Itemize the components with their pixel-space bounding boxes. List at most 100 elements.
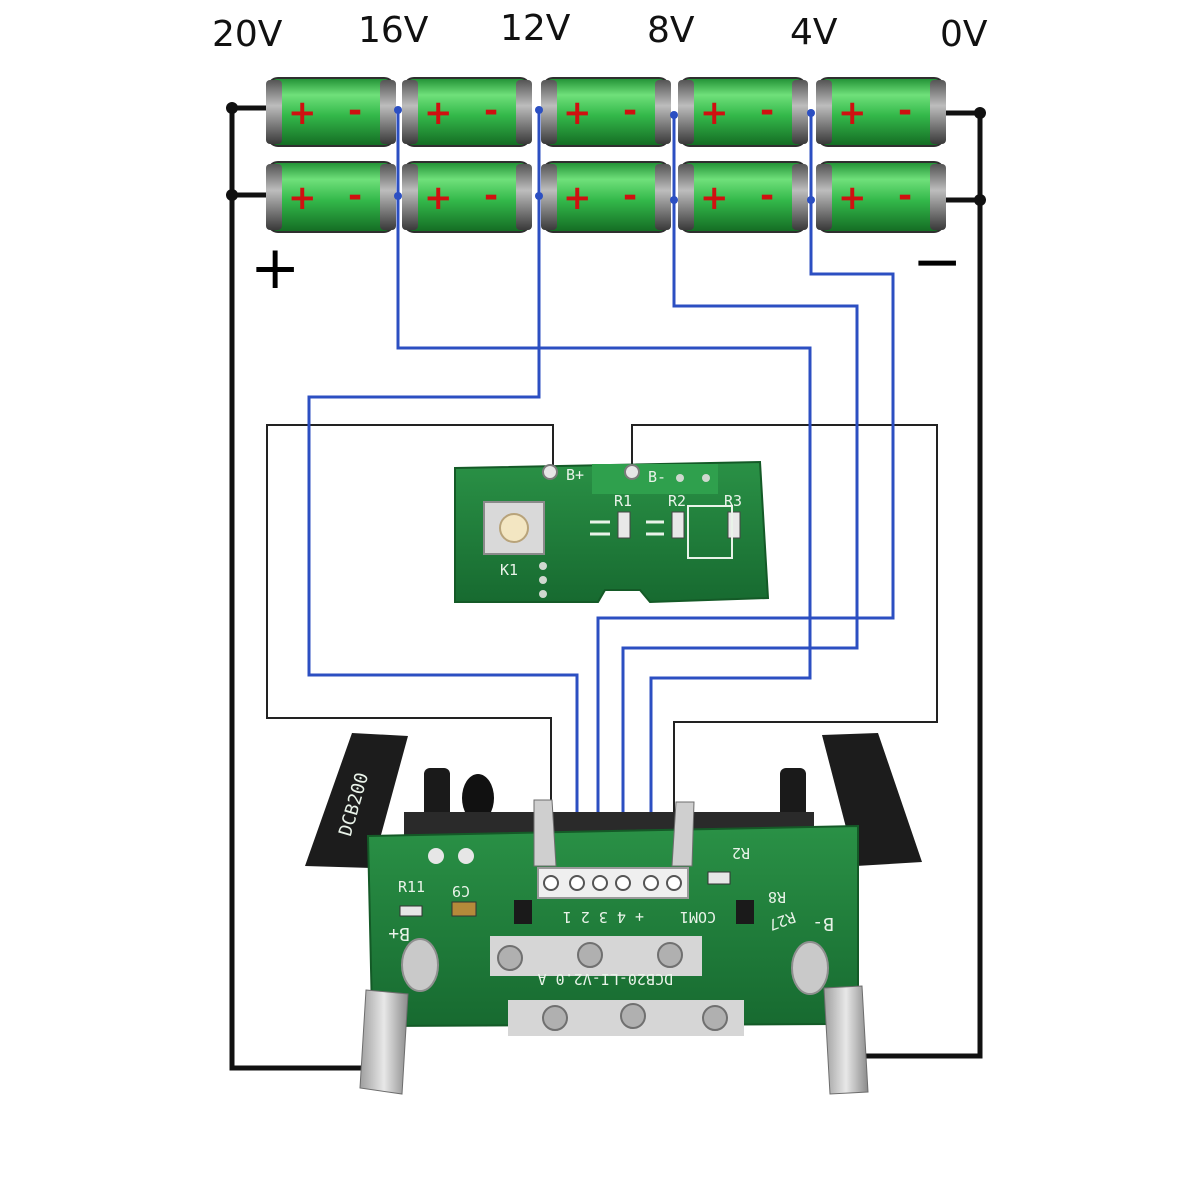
switch-label: K1 bbox=[500, 561, 518, 579]
resistor-r3 bbox=[727, 511, 741, 539]
tap-wire-12v bbox=[307, 110, 579, 880]
silk-b-plus: B+ bbox=[566, 466, 584, 484]
b-minus-pad bbox=[624, 464, 640, 480]
test-switch-button bbox=[499, 513, 529, 543]
cell-positive-cap bbox=[541, 164, 557, 230]
cell-plus-mark: + bbox=[700, 93, 729, 133]
voltage-label-12v: 12V bbox=[500, 8, 571, 49]
b-plus-solder-pad bbox=[401, 938, 439, 992]
cell-plus-mark: + bbox=[563, 178, 592, 218]
tap-wire-16v bbox=[396, 110, 812, 880]
cell-minus-mark: - bbox=[623, 91, 637, 131]
upper-board-substrate bbox=[454, 460, 770, 604]
main-board-assembly: DCB200 B+ B- DCB20-LI-V2.0 A COM1 + 4 3 … bbox=[305, 733, 922, 1095]
smd-resistor bbox=[399, 905, 423, 917]
right-housing-clip bbox=[822, 733, 922, 866]
upper-board-signal-wires bbox=[266, 424, 938, 880]
tap-dot bbox=[535, 106, 543, 114]
battery-cell: +- bbox=[541, 77, 671, 147]
b-plus-sense-wire bbox=[266, 424, 554, 880]
cell-minus-mark: - bbox=[760, 176, 774, 216]
battery-cell: +- bbox=[402, 161, 532, 233]
mounting-pad bbox=[428, 848, 444, 864]
terminal-pad bbox=[657, 942, 683, 968]
cell-positive-cap bbox=[678, 80, 694, 144]
cell-minus-mark: - bbox=[348, 91, 362, 131]
smd-capacitor bbox=[451, 901, 477, 917]
tap-dot bbox=[670, 111, 678, 119]
terminal-pad bbox=[542, 1005, 568, 1031]
via bbox=[676, 474, 684, 482]
cell-body bbox=[817, 77, 945, 147]
pack-positive-terminal-mark: + bbox=[250, 233, 300, 303]
via bbox=[539, 590, 547, 598]
positive-main-wire bbox=[229, 105, 378, 1071]
voltage-label-16v: 16V bbox=[358, 10, 429, 51]
cell-negative-cap bbox=[380, 80, 396, 144]
silk-b-plus-main: B+ bbox=[388, 923, 410, 944]
cell-body bbox=[403, 77, 531, 147]
cell-plus-mark: + bbox=[424, 178, 453, 218]
cell-minus-mark: - bbox=[760, 91, 774, 131]
pin-hole bbox=[615, 875, 631, 891]
led-outline bbox=[687, 505, 733, 559]
cell-body bbox=[542, 161, 670, 233]
cell-negative-cap bbox=[516, 80, 532, 144]
silk-r1: R1 bbox=[614, 492, 632, 510]
terminal-pad bbox=[497, 945, 523, 971]
cell-body bbox=[679, 77, 807, 147]
terminal-pad bbox=[577, 942, 603, 968]
cell-minus-mark: - bbox=[484, 176, 498, 216]
battery-cell: +- bbox=[402, 77, 532, 147]
voltage-label-4v: 4V bbox=[790, 12, 838, 53]
cell-minus-mark: - bbox=[898, 91, 912, 131]
tap-wire-8v bbox=[621, 115, 859, 880]
voltage-label-0v: 0V bbox=[940, 14, 988, 55]
pin-hole bbox=[643, 875, 659, 891]
cell-negative-cap bbox=[516, 164, 532, 230]
thermistor bbox=[462, 774, 494, 822]
silk-r11: R11 bbox=[398, 878, 425, 896]
cell-plus-mark: + bbox=[288, 93, 317, 133]
pin-hole bbox=[543, 875, 559, 891]
cell-body bbox=[403, 161, 531, 233]
silk-b-minus-main: B- bbox=[812, 913, 834, 934]
battery-cell: +- bbox=[816, 161, 946, 233]
resistor-r1 bbox=[617, 511, 631, 539]
b-plus-terminal-plate bbox=[359, 989, 409, 1095]
silk-c9: C9 bbox=[452, 882, 470, 900]
cell-positive-cap bbox=[541, 80, 557, 144]
cell-plus-mark: + bbox=[838, 93, 867, 133]
smd-ic bbox=[736, 900, 754, 924]
upper-board-header-pad bbox=[592, 464, 718, 494]
via bbox=[539, 576, 547, 584]
battery-cell: +- bbox=[266, 77, 396, 147]
tap-dot bbox=[535, 192, 543, 200]
cell-minus-mark: - bbox=[484, 91, 498, 131]
blade-terminal bbox=[533, 799, 557, 867]
voltage-label-20v: 20V bbox=[212, 14, 283, 55]
voltage-labels: 20V 16V 12V 8V 4V 0V bbox=[212, 8, 988, 55]
junction-dot bbox=[226, 102, 238, 114]
silk-r8: R8 bbox=[768, 888, 786, 906]
negative-main-wire bbox=[852, 110, 983, 1059]
terminal-pad bbox=[620, 1003, 646, 1029]
tap-dot bbox=[807, 196, 815, 204]
cell-positive-cap bbox=[266, 164, 282, 230]
battery-cell: +- bbox=[678, 77, 808, 147]
mounting-pad bbox=[458, 848, 474, 864]
cell-plus-mark: + bbox=[424, 93, 453, 133]
battery-cell: +- bbox=[678, 161, 808, 233]
cell-body bbox=[817, 161, 945, 233]
pack-negative-terminal-mark: − bbox=[912, 227, 962, 297]
b-plus-pad bbox=[542, 464, 558, 480]
silk-pin-marks: + 4 3 2 1 bbox=[563, 908, 644, 926]
cell-plus-mark: + bbox=[700, 178, 729, 218]
balance-pin-header bbox=[537, 867, 689, 899]
blade-terminal bbox=[671, 801, 695, 867]
cell-minus-mark: - bbox=[898, 176, 912, 216]
tap-dot bbox=[394, 106, 402, 114]
silk-r2: R2 bbox=[732, 844, 750, 862]
cell-negative-cap bbox=[930, 80, 946, 144]
cell-body bbox=[542, 77, 670, 147]
